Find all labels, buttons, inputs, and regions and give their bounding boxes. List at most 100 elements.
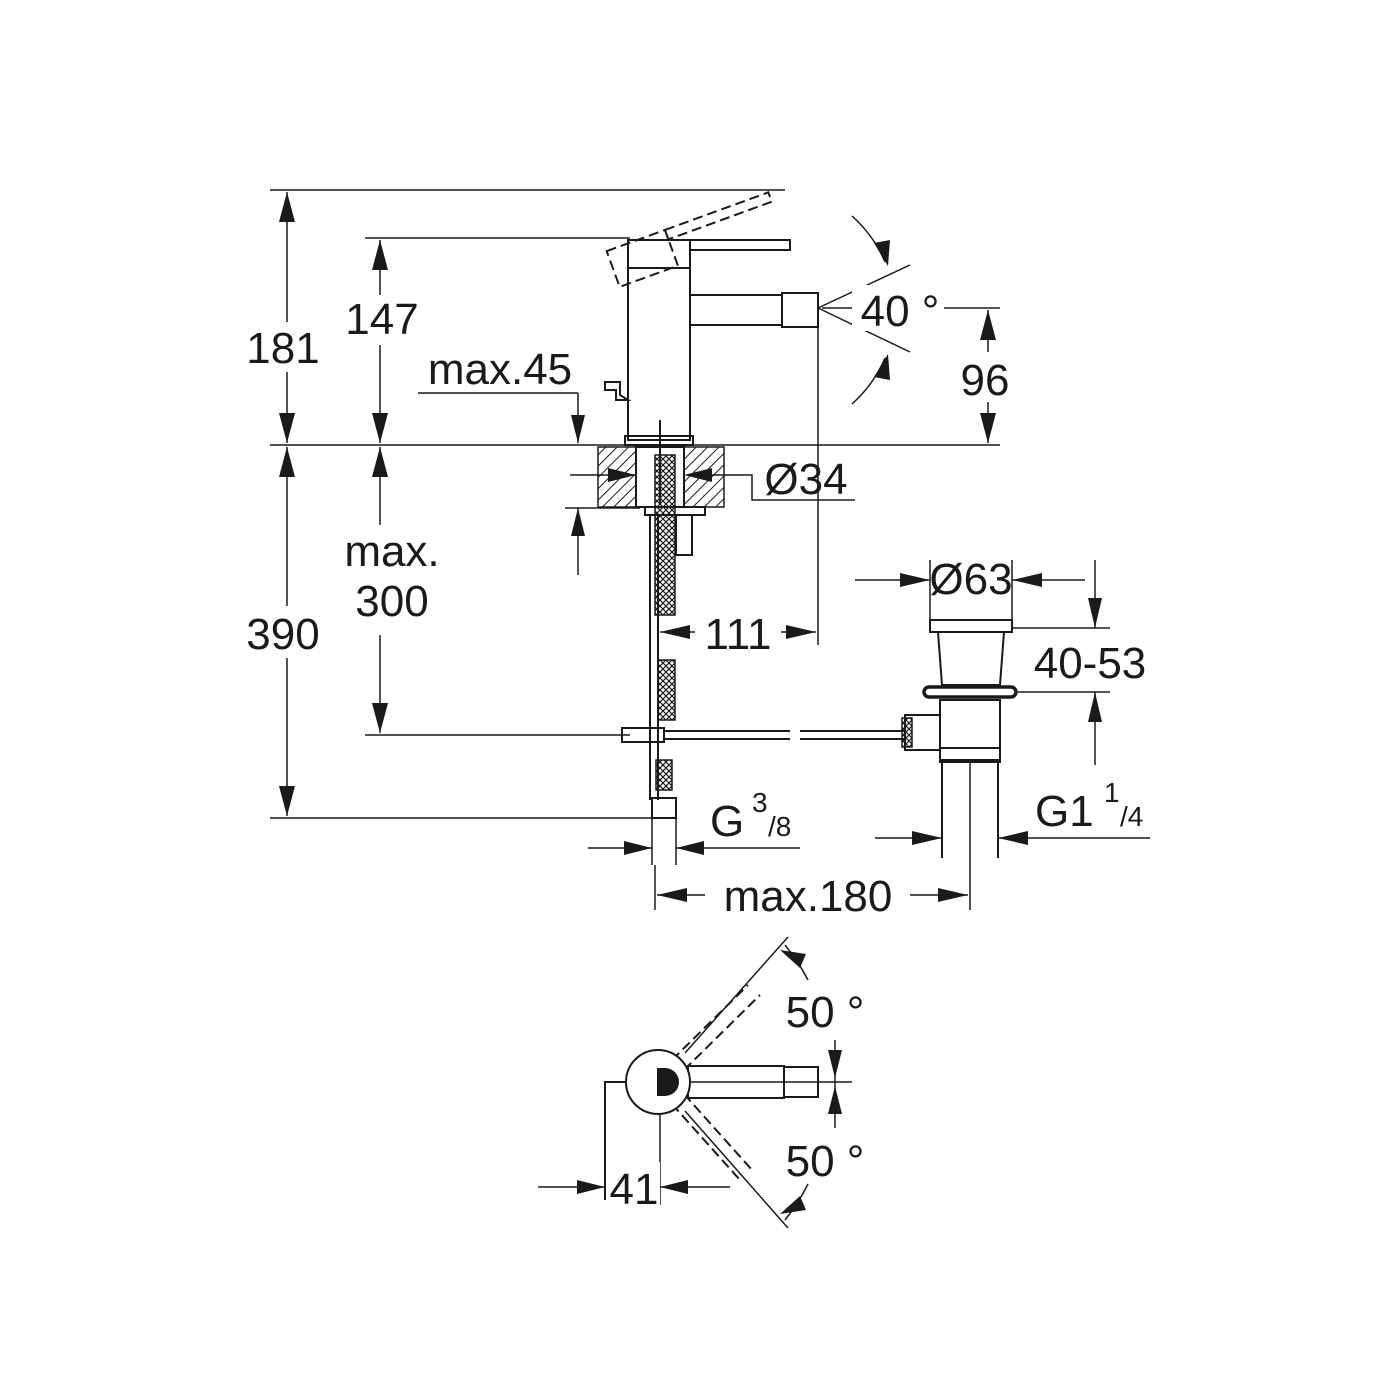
lever-handle	[689, 239, 791, 251]
label-g: G	[710, 797, 744, 846]
swivel-up-dashed-1	[671, 984, 749, 1061]
hose-braid-bottom	[655, 759, 673, 791]
dim-4053-arrow-top	[1088, 598, 1102, 628]
waste-cap	[929, 619, 1013, 633]
label-96: 96	[961, 356, 1010, 405]
swivel-up-dashed-2	[683, 994, 761, 1071]
angle-40-arc-bottom	[851, 357, 886, 405]
waste-tail	[939, 699, 1001, 761]
swivel-arrow-center-down	[828, 1086, 842, 1114]
spout-nozzle-plan	[783, 1066, 819, 1098]
fixing-nut	[675, 514, 693, 556]
waste-gasket	[922, 685, 1018, 699]
label-41: 41	[610, 1165, 659, 1214]
dim-111-arrow-left	[660, 625, 690, 639]
dim-45-arrow-bottom	[571, 508, 585, 536]
dim-40-bg	[852, 285, 944, 331]
label-g1: G1	[1035, 787, 1094, 836]
dim-96-bg	[955, 352, 1021, 402]
label-111: 111	[705, 610, 772, 659]
dim-300-bg	[335, 525, 455, 635]
swivel-down-dashed-1	[671, 1103, 741, 1181]
label-40deg: 40 °	[861, 287, 940, 336]
dim-96-arrow-top	[980, 310, 996, 340]
connector-knurl	[901, 717, 913, 748]
dim-147-bg	[335, 295, 427, 345]
lever-handle-dashed	[663, 191, 774, 241]
dim-4053-arrow-bottom	[1088, 692, 1102, 722]
dim-390-arrow-top	[279, 447, 295, 477]
swivel-arrow-down	[780, 1196, 806, 1214]
dim-147-arrow-top	[372, 240, 388, 270]
dim-41-arrow-right	[660, 1180, 688, 1194]
dim-181-arrow-bottom	[279, 413, 295, 443]
dim-111-bg	[695, 608, 781, 658]
swivel-down-ref	[684, 1110, 789, 1229]
dim-g38-arrow-right	[676, 841, 704, 855]
angle-40-arrow-bottom	[874, 354, 890, 380]
dim-45-arrow-top	[571, 415, 585, 443]
knob-plan	[604, 1081, 626, 1200]
label-g1-sup: 1	[1104, 777, 1120, 808]
dim-181-bg	[240, 322, 330, 372]
pop-up-rod	[621, 727, 905, 743]
dim-34-leader	[712, 474, 855, 501]
dim-180-bg	[705, 870, 910, 922]
label-swivel-up: 50 °	[786, 988, 865, 1037]
label-390: 390	[246, 610, 319, 659]
dimension-lines	[236, 192, 1150, 922]
dim-147-arrow-bottom	[372, 413, 388, 443]
angle-40-arrow-top	[874, 240, 890, 266]
lever-hub	[627, 239, 691, 269]
dim-g38-arrow-left	[624, 841, 652, 855]
label-300: 300	[355, 577, 428, 626]
dim-41-bg	[610, 1162, 660, 1212]
top-view: 50 ° 50 ° 41	[538, 936, 865, 1229]
waste-assembly	[901, 619, 1018, 858]
faucet-column	[627, 239, 691, 441]
dim-g114-arrow-left	[912, 831, 942, 845]
supply-hose	[649, 454, 677, 819]
lever-hub-dashed	[605, 228, 680, 289]
dim-111-arrow-right	[786, 625, 816, 639]
lever-alt-position	[605, 191, 774, 289]
label-d34: Ø34	[764, 455, 847, 504]
label-max: max.	[344, 527, 439, 576]
dim-390-arrow-bottom	[279, 786, 295, 816]
swivel-down-dashed-2	[683, 1093, 753, 1171]
dim-181-arrow-top	[279, 192, 295, 222]
hose-nut	[651, 797, 677, 819]
angle-40-arc-top	[851, 215, 886, 263]
label-swivel-down: 50 °	[786, 1137, 865, 1186]
dimension-labels: 181 147 max.45 40 ° 96 Ø34 max. 300 390 …	[246, 287, 1146, 921]
dim-390-bg	[236, 606, 332, 658]
swivel-up-ref	[684, 936, 789, 1054]
label-4053: 40-53	[1034, 639, 1147, 688]
dim-96-arrow-bottom	[980, 413, 996, 443]
label-147: 147	[345, 295, 418, 344]
dim-g114-arrow-right	[998, 831, 1028, 845]
dim-63-arrow-right	[1012, 573, 1042, 587]
swivel-arrow-up	[780, 950, 806, 968]
label-max180: max.180	[724, 872, 893, 921]
hose-braid-upper	[654, 454, 676, 616]
dim-63-arrow-left	[900, 573, 930, 587]
dim-180-arrow-right	[938, 888, 968, 902]
side-view: 181 147 max.45 40 ° 96 Ø34 max. 300 390 …	[236, 189, 1150, 922]
dim-34-arrow-right	[684, 468, 712, 482]
faucet-body	[604, 191, 819, 446]
label-max45: max.45	[428, 345, 572, 394]
label-g-sup: 3	[752, 787, 768, 818]
dim-300-arrow-bottom	[372, 703, 388, 733]
label-g-sub: /8	[768, 811, 791, 842]
spout-arm	[689, 294, 783, 326]
dim-41-arrow-left	[577, 1180, 605, 1194]
waste-body	[936, 631, 1006, 686]
pop-up-knob	[604, 381, 632, 401]
control-marker	[657, 1068, 679, 1096]
hose-braid-lower	[657, 659, 676, 721]
dim-180-arrow-left	[657, 888, 687, 902]
dim-300-arrow-top	[372, 447, 388, 477]
swivel-arrow-center-up	[828, 1050, 842, 1078]
